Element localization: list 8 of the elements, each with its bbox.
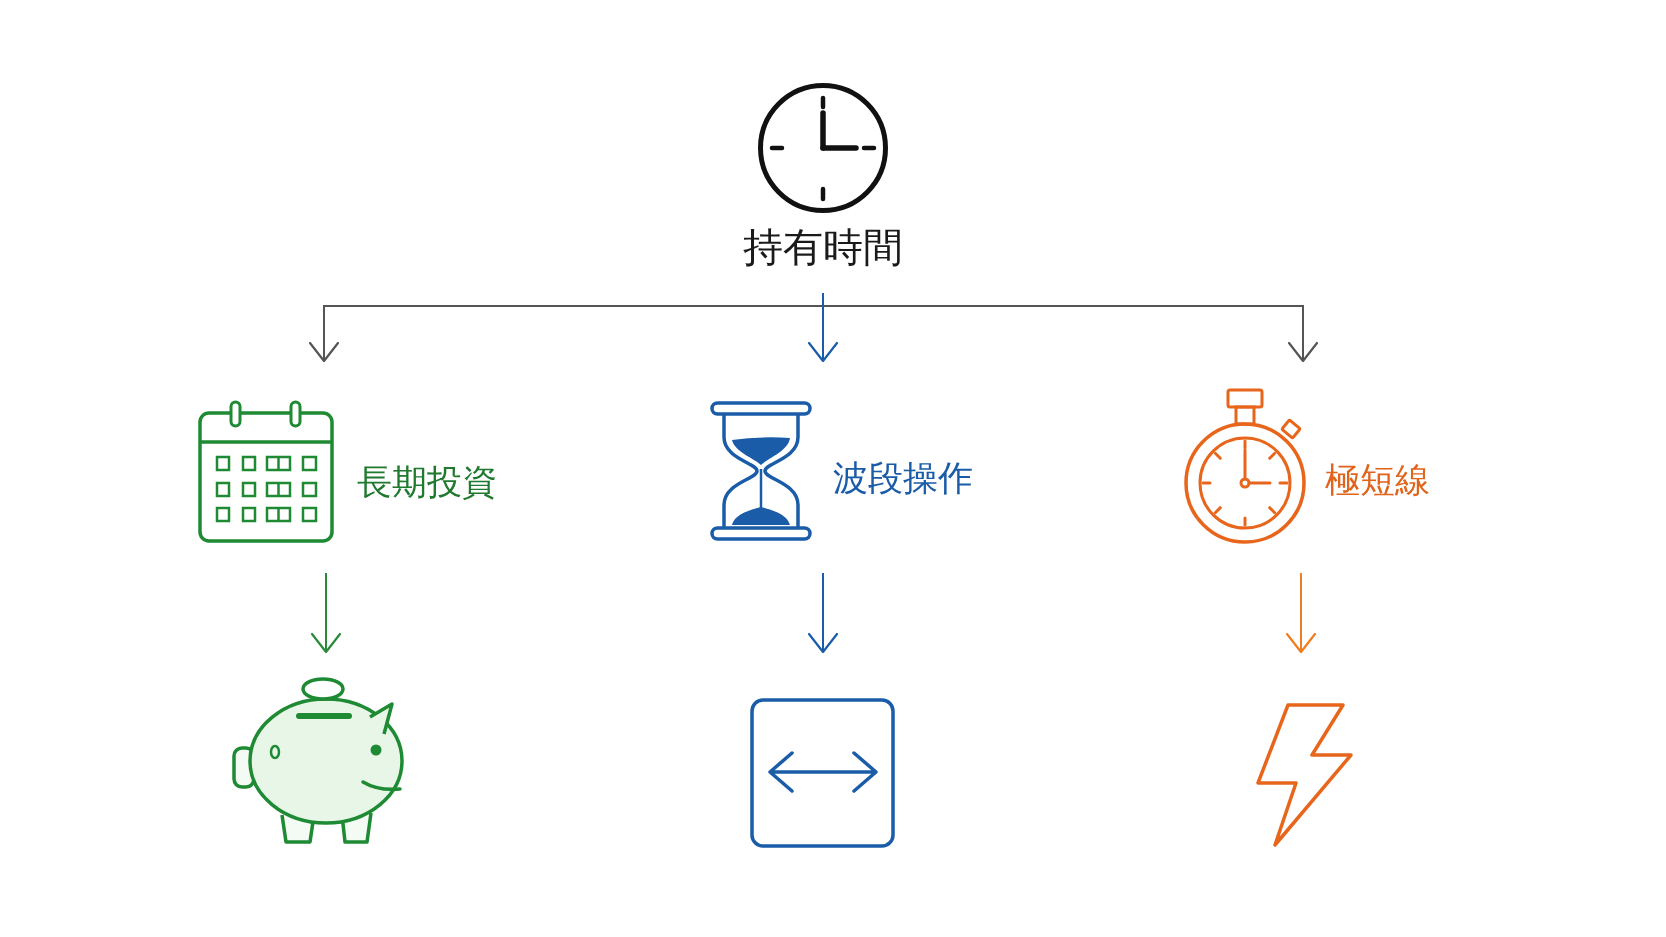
arrow: [1285, 572, 1317, 654]
node-label: 持有時間: [743, 227, 903, 267]
node-label: 極短線: [1325, 463, 1430, 498]
arrow: [310, 572, 342, 654]
arrow: [807, 292, 839, 363]
arrow: [807, 572, 839, 654]
node-label: 波段操作: [833, 461, 973, 496]
node-label: 長期投資: [357, 465, 497, 500]
